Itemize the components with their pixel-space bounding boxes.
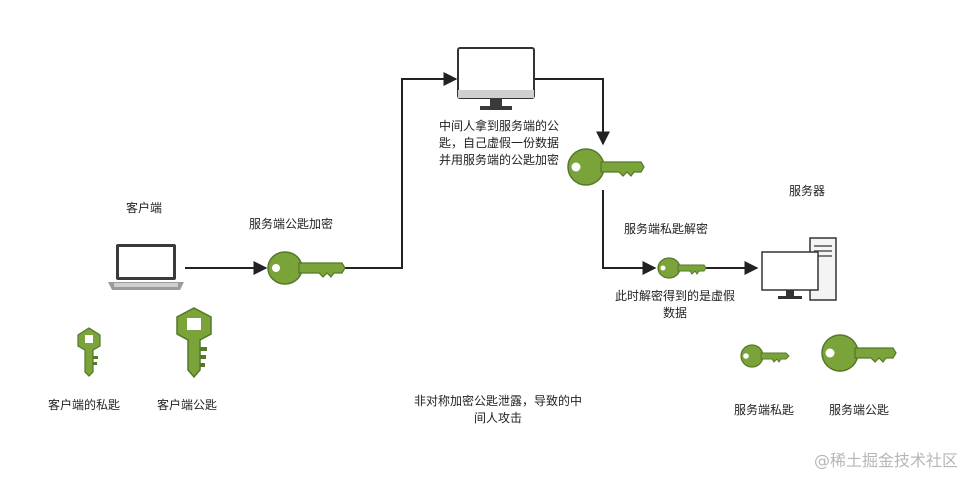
monitor-icon [457, 47, 535, 110]
attack-caption: 非对称加密公匙泄露，导致的中间人攻击 [413, 394, 582, 425]
fake-data-key-icon [567, 148, 645, 186]
client-private-key-label: 客户端的私匙 [48, 398, 121, 412]
arrow-key-to-mitm [345, 72, 458, 269]
decrypt-label: 服务端私匙解密 [624, 222, 709, 236]
server-private-key-label: 服务端私匙 [734, 403, 795, 417]
watermark: @稀土掘金技术社区 [813, 451, 958, 470]
server-public-key-icon [821, 334, 897, 372]
mitm-text: 中间人拿到服务端的公匙，自己虚假一份数据并用服务端的公匙加密 [438, 119, 559, 167]
arrow-key-to-decrypt [602, 190, 657, 275]
server-icon [761, 237, 837, 301]
server-private-key-icon [740, 344, 790, 368]
client-public-key-label: 客户端公匙 [157, 398, 218, 412]
server-title: 服务器 [789, 184, 826, 198]
arrow-mitm-to-key [535, 78, 610, 146]
laptop-icon [108, 244, 184, 290]
decrypt-key-icon [657, 257, 707, 279]
client-title: 客户端 [126, 201, 163, 215]
encrypt-label: 服务端公匙加密 [249, 217, 334, 231]
client-private-key-icon [77, 327, 101, 377]
public-key-icon [267, 251, 346, 285]
client-public-key-icon [176, 307, 212, 379]
server-public-key-label: 服务端公匙 [829, 403, 890, 417]
result-text: 此时解密得到的是虚假数据 [614, 289, 735, 320]
